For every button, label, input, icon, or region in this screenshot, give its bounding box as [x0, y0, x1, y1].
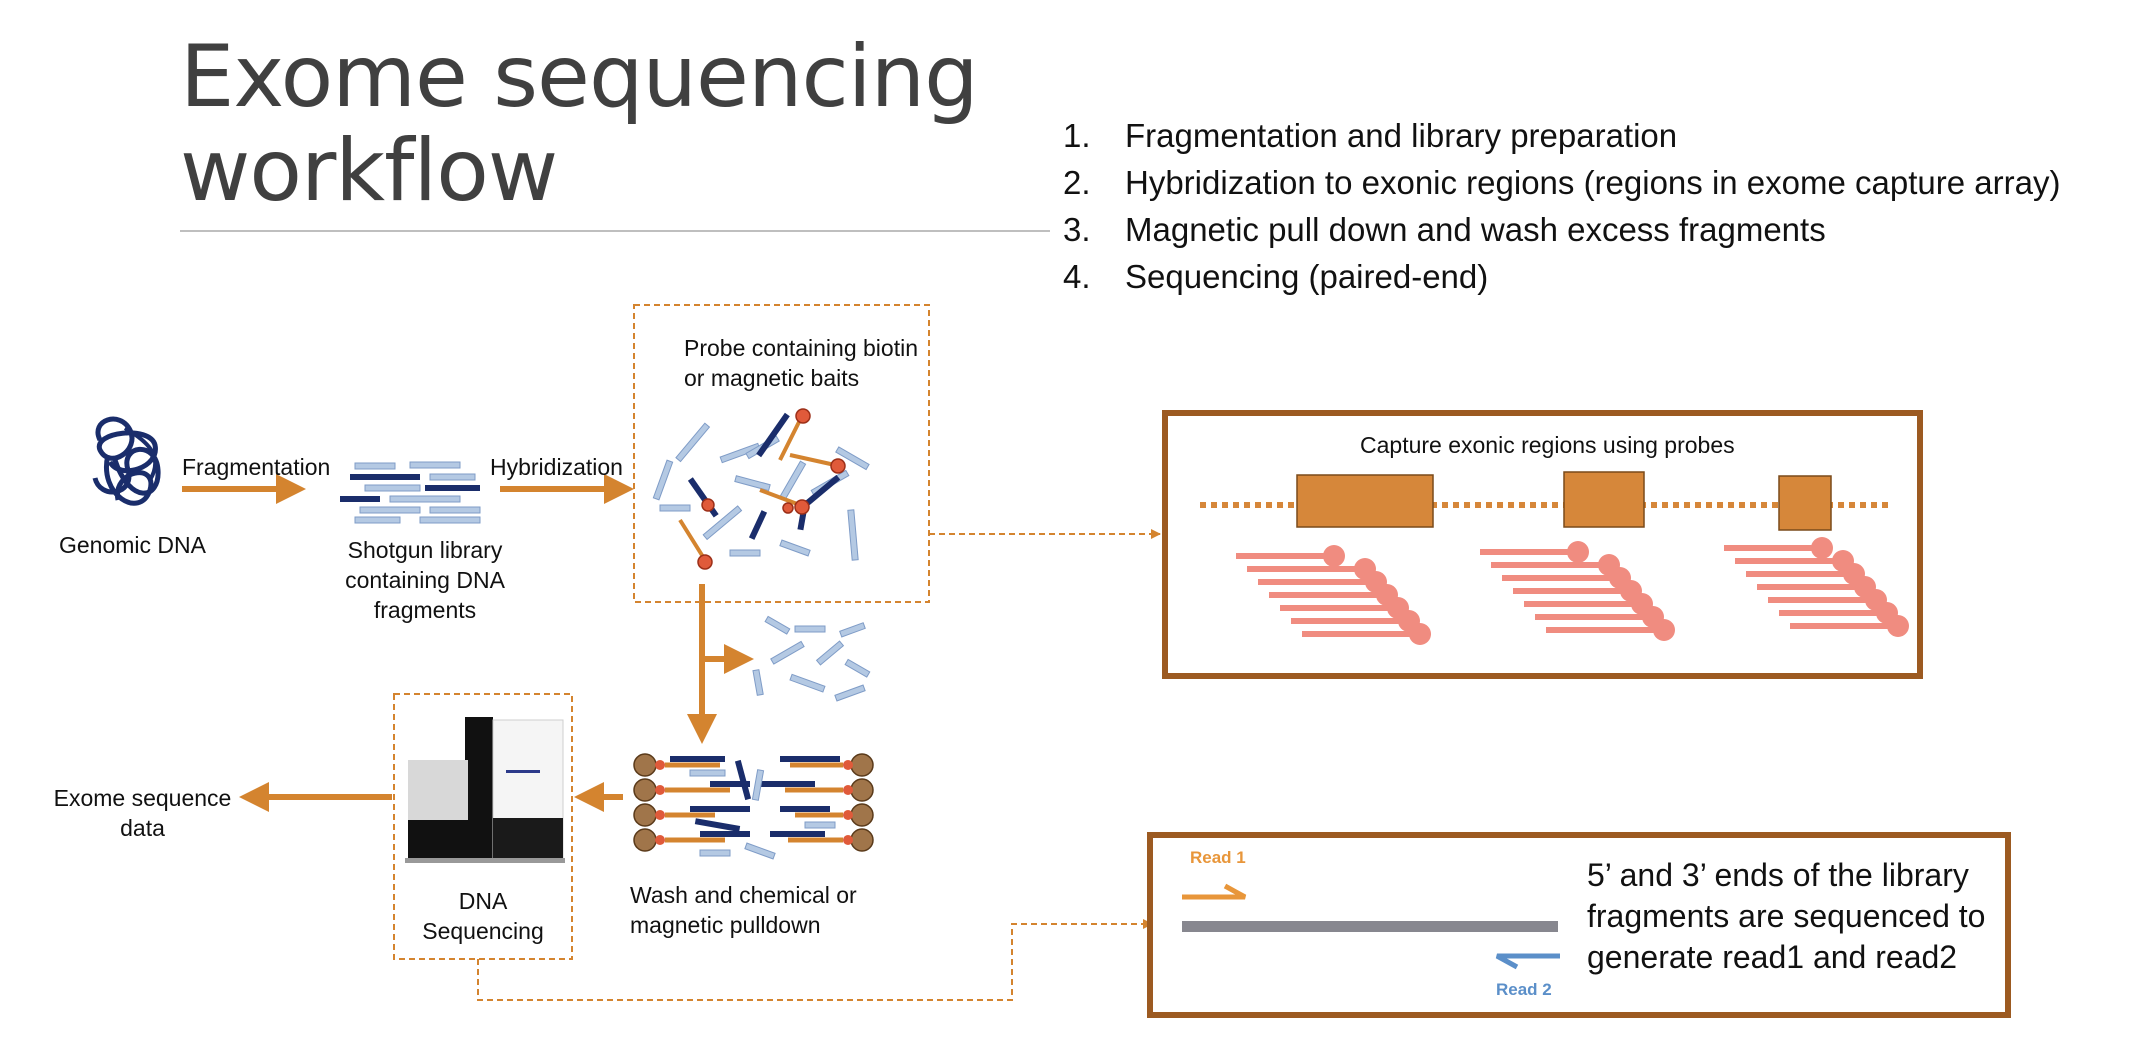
workflow-step: 1. Fragmentation and library preparation	[1063, 112, 2060, 159]
probe-tiling-group	[1724, 537, 1909, 637]
step-text: Sequencing (paired-end)	[1125, 258, 1489, 295]
exome-data-label: Exome sequence data	[40, 783, 245, 843]
shotgun-library-line: fragments	[373, 597, 477, 623]
probe-bead	[1409, 623, 1431, 645]
fragmentation-label: Fragmentation	[182, 454, 331, 480]
shotgun-library-label: Shotgun library containing DNA fragments	[325, 535, 525, 625]
read-description: 5’ and 3’ ends of the library fragments …	[1587, 855, 1985, 978]
dna-sequencing-line: Sequencing	[422, 918, 544, 944]
step-number: 4.	[1063, 258, 1091, 295]
capture-title: Capture exonic regions using probes	[1360, 432, 1735, 458]
exon-block	[1563, 471, 1645, 528]
probe-tiling-group	[1236, 545, 1431, 645]
probe-label-line: or magnetic baits	[684, 365, 860, 391]
genomic-dna-icon	[92, 416, 161, 506]
hybridization-label: Hybridization	[490, 454, 623, 480]
read1-label: Read 1	[1190, 848, 1246, 867]
sequencer-machine-icon	[405, 717, 565, 863]
step-text: Hybridization to exonic regions (regions…	[1125, 164, 2061, 201]
shotgun-library-line: Shotgun library	[347, 537, 503, 563]
read-description-line: generate read1 and read2	[1587, 939, 1958, 975]
step-number: 2.	[1063, 164, 1091, 201]
wash-label: Wash and chemical or magnetic pulldown	[630, 880, 857, 940]
probe-label-line: Probe containing biotin	[684, 335, 918, 361]
title-divider	[180, 230, 1050, 232]
workflow-steps-list: 1.Fragmentation and library preparation …	[1063, 112, 2060, 300]
shotgun-library-icon	[340, 461, 481, 524]
workflow-step: 4. Sequencing (paired-end)	[1063, 253, 2060, 300]
workflow-step: 3. Magnetic pull down and wash excess fra…	[1063, 206, 2060, 253]
workflow-step: 2. Hybridization to exonic regions (regio…	[1063, 159, 2060, 206]
read1-arrow-icon	[1182, 883, 1247, 900]
probe-bead	[1653, 619, 1675, 641]
sequencer-dashed-box	[393, 693, 573, 960]
step-text: Magnetic pull down and wash excess fragm…	[1125, 211, 1826, 248]
library-fragment-bar	[1182, 921, 1558, 932]
step-number: 3.	[1063, 211, 1091, 248]
read2-arrow-icon	[1495, 953, 1560, 970]
magnetic-pulldown-icon	[633, 753, 874, 860]
dna-sequencing-line: DNA	[458, 888, 508, 914]
dna-sequencing-label: DNA Sequencing	[394, 886, 572, 946]
exome-data-line: Exome sequence	[53, 785, 232, 811]
exome-data-line: data	[120, 815, 165, 841]
read-description-line: 5’ and 3’ ends of the library	[1587, 857, 1969, 893]
read-description-line: fragments are sequenced to	[1587, 898, 1986, 934]
shotgun-library-line: containing DNA	[345, 567, 505, 593]
probe-bead	[1567, 541, 1589, 563]
step-text: Fragmentation and library preparation	[1125, 117, 1678, 154]
exon-block	[1296, 474, 1434, 528]
probe-tiling-group	[1480, 541, 1675, 641]
read2-label: Read 2	[1496, 980, 1552, 999]
capture-box	[1162, 410, 1923, 679]
probe-dashed-box	[633, 304, 930, 603]
probe-bead	[1811, 537, 1833, 559]
wash-label-line: Wash and chemical or	[630, 882, 857, 908]
exon-block	[1778, 475, 1832, 531]
step-number: 1.	[1063, 117, 1091, 154]
probe-bead	[1887, 615, 1909, 637]
probe-bead	[1323, 545, 1345, 567]
probe-mixture-icon	[652, 408, 870, 570]
washed-fragments-icon	[752, 615, 871, 702]
probe-label: Probe containing biotin or magnetic bait…	[684, 333, 918, 393]
wash-label-line: magnetic pulldown	[630, 912, 821, 938]
genomic-dna-label: Genomic DNA	[59, 532, 206, 558]
sequencer-to-reads-connector	[477, 919, 1153, 1001]
